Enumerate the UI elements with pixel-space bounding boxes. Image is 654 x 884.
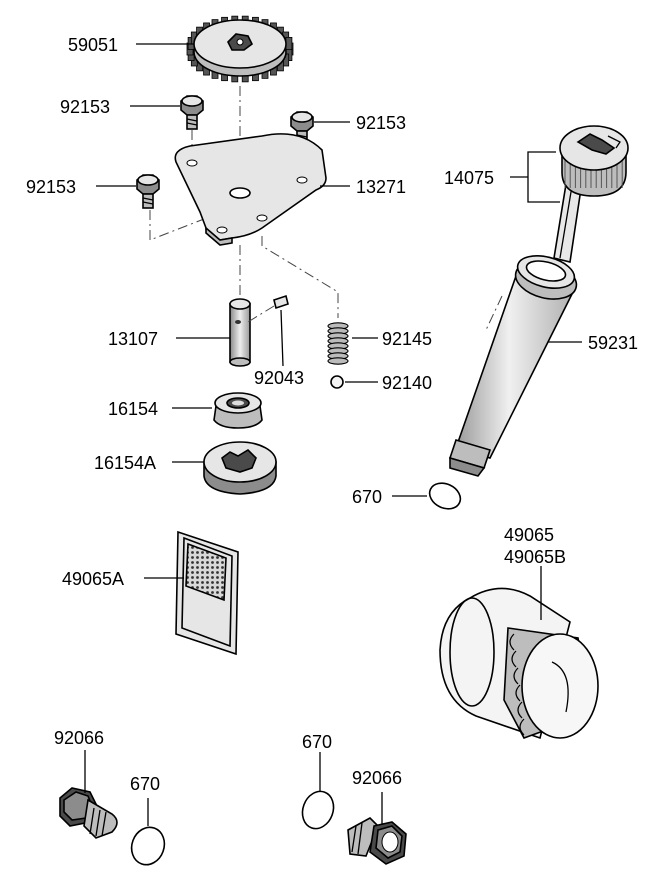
tube-oring-part [428,482,462,510]
bolt-left-part [136,174,160,209]
bolt-top-right-part [290,111,314,146]
dipstick-part [553,125,629,263]
label-plug-left-oring: 670 [130,774,160,794]
oil-tube-part [448,255,578,477]
label-bolt-top-left: 92153 [60,97,110,117]
gear-part [186,15,294,83]
shaft-part [229,298,251,367]
label-filter-screen: 49065A [62,569,124,589]
label-plug-left: 92066 [54,728,104,748]
filter-screen-part [175,530,239,656]
label-dipstick: 14075 [444,168,494,188]
pin-part [247,294,289,323]
label-plug-right-oring: 670 [302,732,332,752]
inner-rotor-part [213,392,263,429]
label-oil-tube: 59231 [588,333,638,353]
label-bolt-left: 92153 [26,177,76,197]
label-shaft: 13107 [108,329,158,349]
spring-part [327,322,349,365]
label-oil-filter-1: 49065 [504,525,554,545]
label-plug-right: 92066 [352,768,402,788]
label-outer-rotor: 16154A [94,453,156,473]
plug-left-oring-part [130,826,166,866]
plug-left-part [59,787,118,839]
label-bolt-top-right: 92153 [356,113,406,133]
label-spring: 92145 [382,329,432,349]
label-ball: 92140 [382,373,432,393]
label-tube-oring: 670 [352,487,382,507]
cover-plate-part [174,133,327,246]
oil-filter-part [439,587,599,740]
label-cover-plate: 13271 [356,177,406,197]
outer-rotor-part [203,441,277,495]
label-inner-rotor: 16154 [108,399,158,419]
label-oil-filter-2: 49065B [504,547,566,567]
ball-part [330,375,344,389]
plug-right-part [347,817,407,865]
label-gear: 59051 [68,35,118,55]
label-pin: 92043 [254,368,304,388]
bolt-top-left-part [180,95,204,130]
plug-right-oring-part [301,790,335,830]
